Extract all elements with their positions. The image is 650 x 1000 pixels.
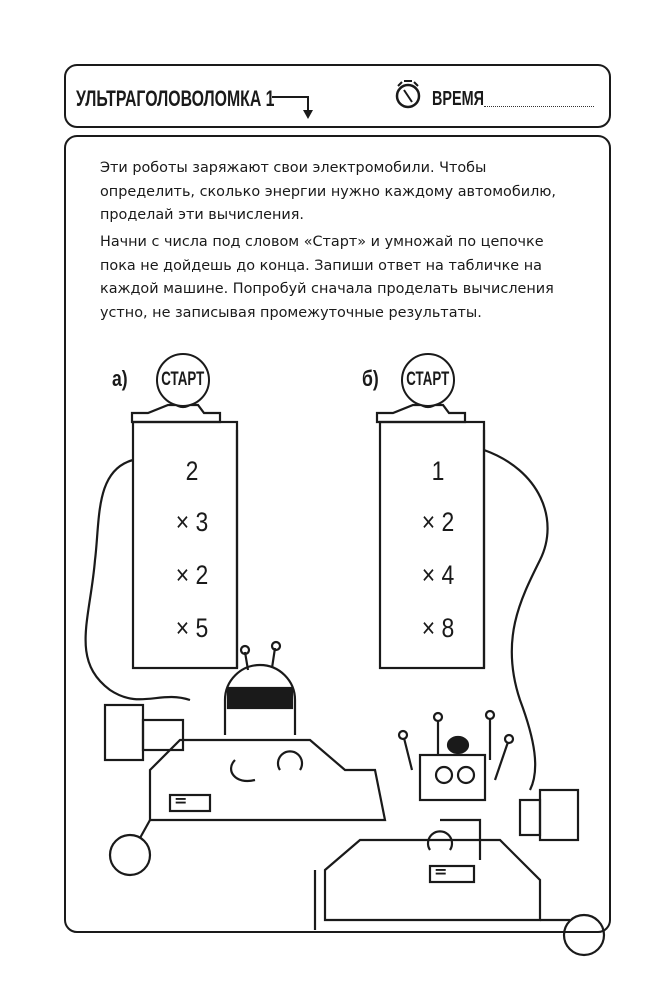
arrow-icon [272, 96, 313, 119]
step-value: × 4 [421, 560, 455, 590]
puzzle-title: УЛЬТРАГОЛОВОЛОМКА 1 [76, 86, 275, 111]
answer-field-a[interactable]: = [174, 791, 188, 810]
robot-car-b [313, 709, 606, 957]
start-sign-a: СТАРТ [156, 353, 210, 407]
start-label: СТАРТ [161, 369, 205, 390]
text-line: Начни с числа под словом «Старт» и умнож… [100, 234, 544, 250]
text-line: пока не дойдешь до конца. Запиши ответ н… [100, 257, 542, 274]
answer-field-b[interactable]: = [434, 862, 448, 881]
step-value: × 3 [175, 507, 209, 537]
text-line: Эти роботы заряжают свои электромобили. … [100, 160, 487, 176]
puzzle-b-label: б) [362, 366, 379, 391]
robot-car-a [103, 640, 387, 877]
step-value: 1 [431, 456, 445, 486]
step-value: × 2 [421, 507, 455, 537]
step-value: × 2 [175, 560, 209, 590]
alarm-clock-icon [395, 80, 421, 109]
start-label: СТАРТ [406, 369, 450, 390]
header-box [64, 64, 611, 128]
text-line: определить, сколько энергии нужно каждом… [100, 183, 556, 200]
start-sign-b: СТАРТ [401, 353, 455, 407]
instructions-paragraph-2: Начни с числа под словом «Старт» и умнож… [100, 231, 554, 325]
instructions-paragraph-1: Эти роботы заряжают свои электромобили. … [100, 157, 556, 228]
puzzle-a-label: а) [112, 366, 128, 391]
step-value: 2 [185, 456, 199, 486]
charging-pump-a [84, 381, 239, 702]
text-line: устно, не записывая промежуточные резуль… [100, 304, 482, 321]
step-value: × 5 [175, 613, 209, 643]
charging-pump-b [375, 381, 549, 791]
step-value: × 8 [421, 613, 455, 643]
text-line: каждой машине. Попробуй сначала проделат… [100, 281, 554, 297]
content-box [64, 135, 611, 933]
time-label: ВРЕМЯ [432, 88, 484, 110]
text-line: проделай эти вычисления. [100, 207, 304, 223]
time-input-line[interactable] [484, 106, 594, 107]
